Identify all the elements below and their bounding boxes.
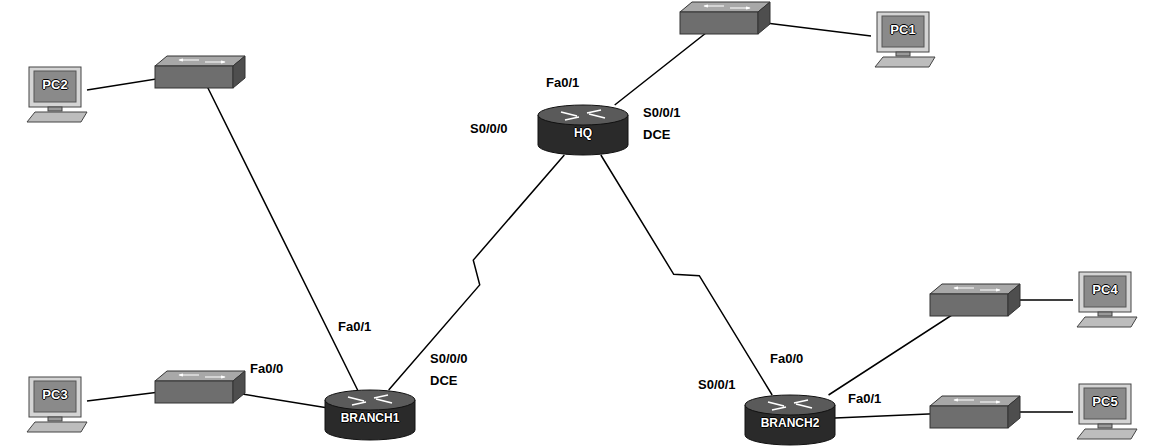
interface-label: S0/0/1: [643, 106, 681, 120]
switch-icon: [930, 396, 1020, 428]
interface-label: S0/0/0: [430, 352, 468, 366]
pc-node: PC5: [1073, 384, 1137, 440]
router-name: HQ: [574, 126, 592, 140]
switch-icon: [680, 2, 770, 34]
pc-name: PC3: [42, 388, 67, 402]
interface-label: Fa0/0: [770, 352, 803, 366]
ethernet-link: [87, 72, 358, 390]
pc-name: PC2: [42, 78, 67, 92]
pc-icon: [23, 67, 87, 123]
interface-label: S0/0/1: [698, 378, 736, 392]
interface-label: DCE: [430, 374, 457, 388]
pc-icon: [871, 12, 935, 68]
pc-icon: [1073, 384, 1137, 440]
interface-label: DCE: [643, 128, 670, 142]
router-name: BRANCH2: [761, 416, 820, 430]
pc-name: PC1: [890, 23, 915, 37]
interface-label: Fa0/0: [250, 362, 283, 376]
pc-icon: [1073, 272, 1137, 328]
interface-label: Fa0/1: [338, 320, 371, 334]
pc-node: PC2: [23, 67, 87, 123]
router-node: BRANCH2: [745, 395, 835, 445]
switch-icon: [155, 56, 245, 88]
serial-link: [601, 155, 772, 395]
switch-icon: [930, 284, 1020, 316]
router-node: BRANCH1: [325, 390, 415, 440]
pc-node: PC1: [871, 12, 935, 68]
switch-icon: [155, 371, 245, 403]
pc-icon: [23, 377, 87, 433]
pc-name: PC5: [1092, 395, 1117, 409]
serial-link: [389, 155, 565, 390]
interface-label: Fa0/1: [848, 392, 881, 406]
pc-node: PC4: [1073, 272, 1137, 328]
interface-label: S0/0/0: [470, 122, 508, 136]
router-node: HQ: [538, 105, 628, 155]
pc-name: PC4: [1092, 283, 1117, 297]
interface-label: Fa0/1: [546, 76, 579, 90]
router-name: BRANCH1: [341, 411, 400, 425]
pc-node: PC3: [23, 377, 87, 433]
